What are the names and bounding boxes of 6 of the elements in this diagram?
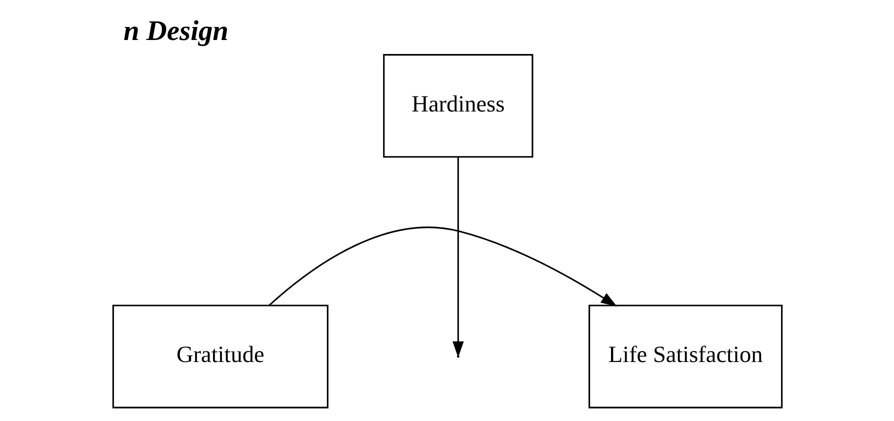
node-box: Hardiness [382,54,533,158]
arrow [452,157,464,358]
node-box: Gratitude [112,304,328,408]
arrow [268,226,616,307]
diagram-title: n Design [123,16,228,48]
node-box: Life Satisfaction [588,304,782,408]
